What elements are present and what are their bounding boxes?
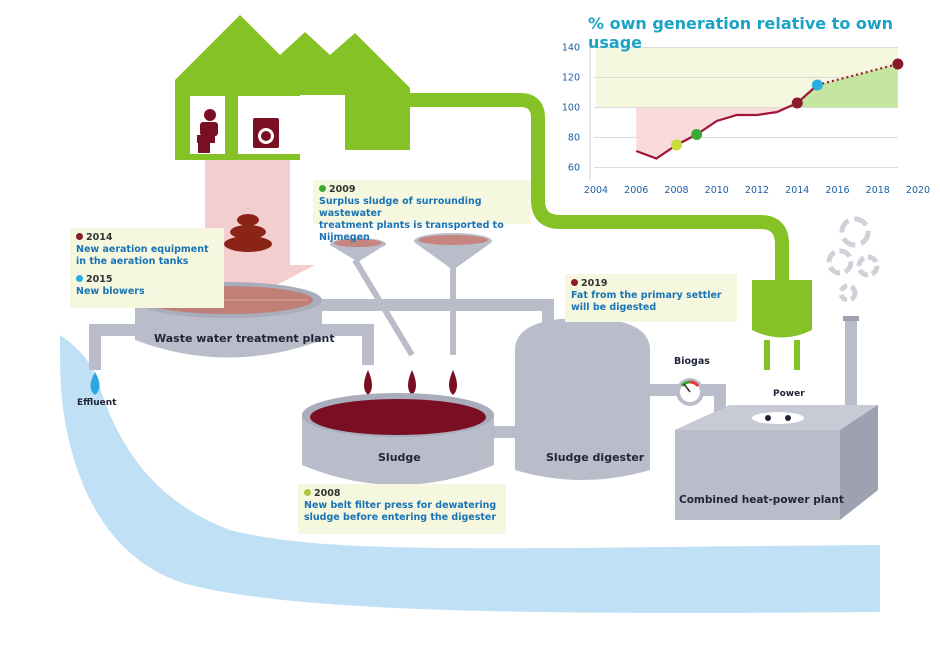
y-tick-label: 80	[568, 133, 580, 144]
x-tick-label: 2008	[664, 185, 688, 196]
plug-icon	[752, 280, 812, 370]
label-chp: Combined heat-power plant	[679, 494, 844, 506]
note-2008: 2008 New belt filter press for dewaterin…	[298, 484, 506, 534]
power-cable	[405, 93, 789, 280]
water-stream	[60, 335, 880, 613]
note-2009: 2009 Surplus sludge of surrounding waste…	[313, 180, 531, 243]
recycle-icon	[826, 216, 880, 303]
sludge-digester-tank	[515, 318, 650, 480]
chart: 60 80 100 120 140 2004 2006 2008 2010 2012 2014 201…	[562, 40, 930, 196]
washing-machine-icon	[253, 118, 279, 148]
surplus-area	[789, 64, 898, 108]
label-digester: Sludge digester	[546, 451, 645, 464]
chart-title: % own generation relative to own usage	[588, 14, 894, 52]
x-tick-label: 2018	[866, 185, 890, 196]
label-biogas: Biogas	[674, 356, 710, 367]
label-sludge: Sludge	[378, 451, 421, 464]
water-drop-icon	[90, 372, 100, 395]
surplus-sludge-cones	[330, 233, 492, 270]
gauge-icon	[676, 378, 704, 406]
toilet-icon	[197, 109, 218, 153]
chimney	[845, 320, 857, 410]
series-line-2	[817, 62, 899, 87]
dot-2009	[319, 185, 326, 192]
dot-2014	[76, 233, 83, 240]
label-wwtp: Waste water treatment plant	[154, 332, 335, 345]
x-tick-label: 2016	[825, 185, 849, 196]
marker-2015	[811, 79, 823, 91]
sludge-drops	[364, 370, 457, 395]
dot-2008	[304, 489, 311, 496]
y-tick-label: 60	[568, 163, 580, 174]
deficit-area	[636, 107, 790, 159]
dot-2015	[76, 275, 83, 282]
marker-2008	[671, 139, 682, 151]
note-2019: 2019 Fat from the primary settler will b…	[565, 274, 737, 322]
marker-2019	[892, 58, 904, 70]
y-tick-label: 100	[562, 103, 580, 114]
marker-2014	[791, 97, 803, 109]
y-tick-label: 120	[562, 73, 580, 84]
x-tick-label: 2006	[624, 185, 648, 196]
dot-2019	[571, 279, 578, 286]
x-tick-label: 2012	[745, 185, 769, 196]
marker-2009	[691, 129, 703, 140]
y-tick-label: 140	[562, 43, 580, 54]
label-power: Power	[773, 389, 805, 399]
pipes	[89, 258, 726, 438]
label-effluent: Effluent	[77, 398, 117, 408]
sludge-tank	[302, 393, 494, 485]
x-tick-label: 2010	[705, 185, 729, 196]
x-tick-label: 2014	[785, 185, 809, 196]
chp-box	[675, 405, 878, 520]
note-2014-2015: 2014 New aeration equipment in the aerat…	[70, 228, 224, 308]
x-tick-label: 2004	[584, 185, 608, 196]
poop-icon	[224, 214, 272, 252]
series-line-1	[635, 84, 819, 160]
x-tick-label: 2020	[906, 185, 930, 196]
